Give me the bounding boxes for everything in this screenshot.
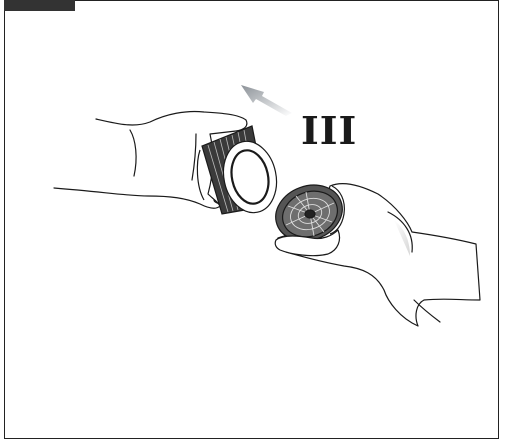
direction-arrow-icon (241, 85, 292, 116)
step-number-label: III (301, 112, 357, 150)
